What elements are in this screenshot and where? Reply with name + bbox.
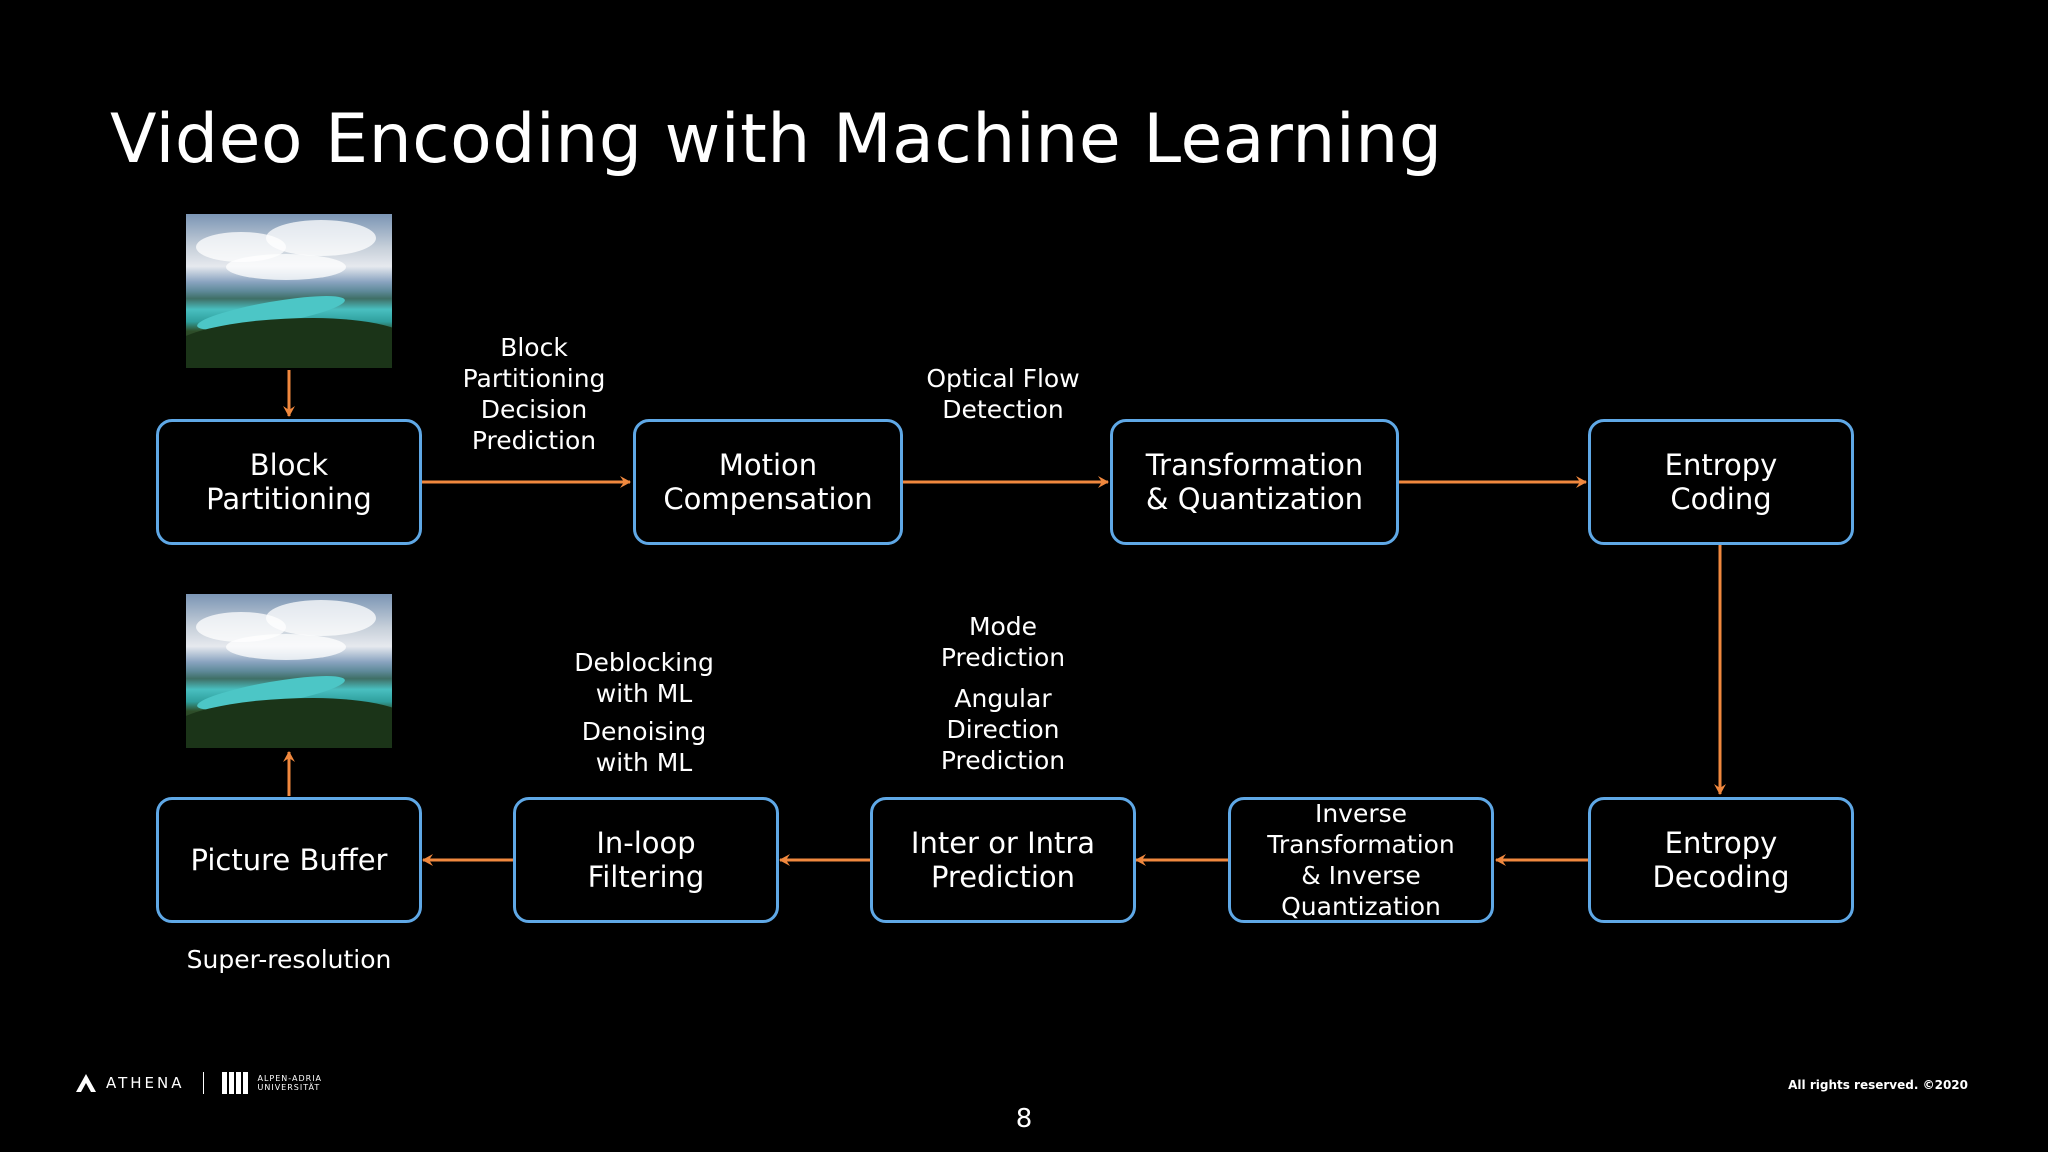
inverse-transformation-box: Inverse Transformation & Inverse Quantiz… <box>1228 797 1494 923</box>
output-frame-image <box>186 594 392 748</box>
denoising-label: Denoising with ML <box>581 717 707 777</box>
footer-logos: ATHENA ALPEN-ADRIA UNIVERSITÄT <box>76 1072 322 1094</box>
block-partitioning-box: Block Partitioning <box>156 419 422 545</box>
input-frame-image <box>186 214 392 368</box>
mode-prediction-label: Mode Prediction <box>940 612 1066 672</box>
entropy-decoding-box: Entropy Decoding <box>1588 797 1854 923</box>
block-partitioning-decision-label: Block Partitioning Decision Prediction <box>462 333 606 455</box>
athena-logo-text: ATHENA <box>106 1074 185 1092</box>
entropy-coding-box: Entropy Coding <box>1588 419 1854 545</box>
inter-intra-prediction-box: Inter or Intra Prediction <box>870 797 1136 923</box>
athena-logo-icon <box>76 1074 96 1092</box>
transformation-quantization-box: Transformation & Quantization <box>1110 419 1399 545</box>
super-resolution-label: Super-resolution <box>186 945 392 974</box>
logo-divider <box>202 1072 204 1094</box>
optical-flow-label: Optical Flow Detection <box>926 364 1080 424</box>
in-loop-filtering-box: In-loop Filtering <box>513 797 779 923</box>
slide-title: Video Encoding with Machine Learning <box>110 100 1443 179</box>
university-logo-text: ALPEN-ADRIA UNIVERSITÄT <box>257 1074 323 1092</box>
university-logo-icon <box>221 1072 248 1094</box>
page-number: 8 <box>1015 1104 1033 1134</box>
deblocking-label: Deblocking with ML <box>574 648 714 708</box>
copyright-notice: All rights reserved. ©2020 <box>1788 1078 1968 1092</box>
angular-direction-label: Angular Direction Prediction <box>940 684 1066 775</box>
picture-buffer-box: Picture Buffer <box>156 797 422 923</box>
motion-compensation-box: Motion Compensation <box>633 419 903 545</box>
